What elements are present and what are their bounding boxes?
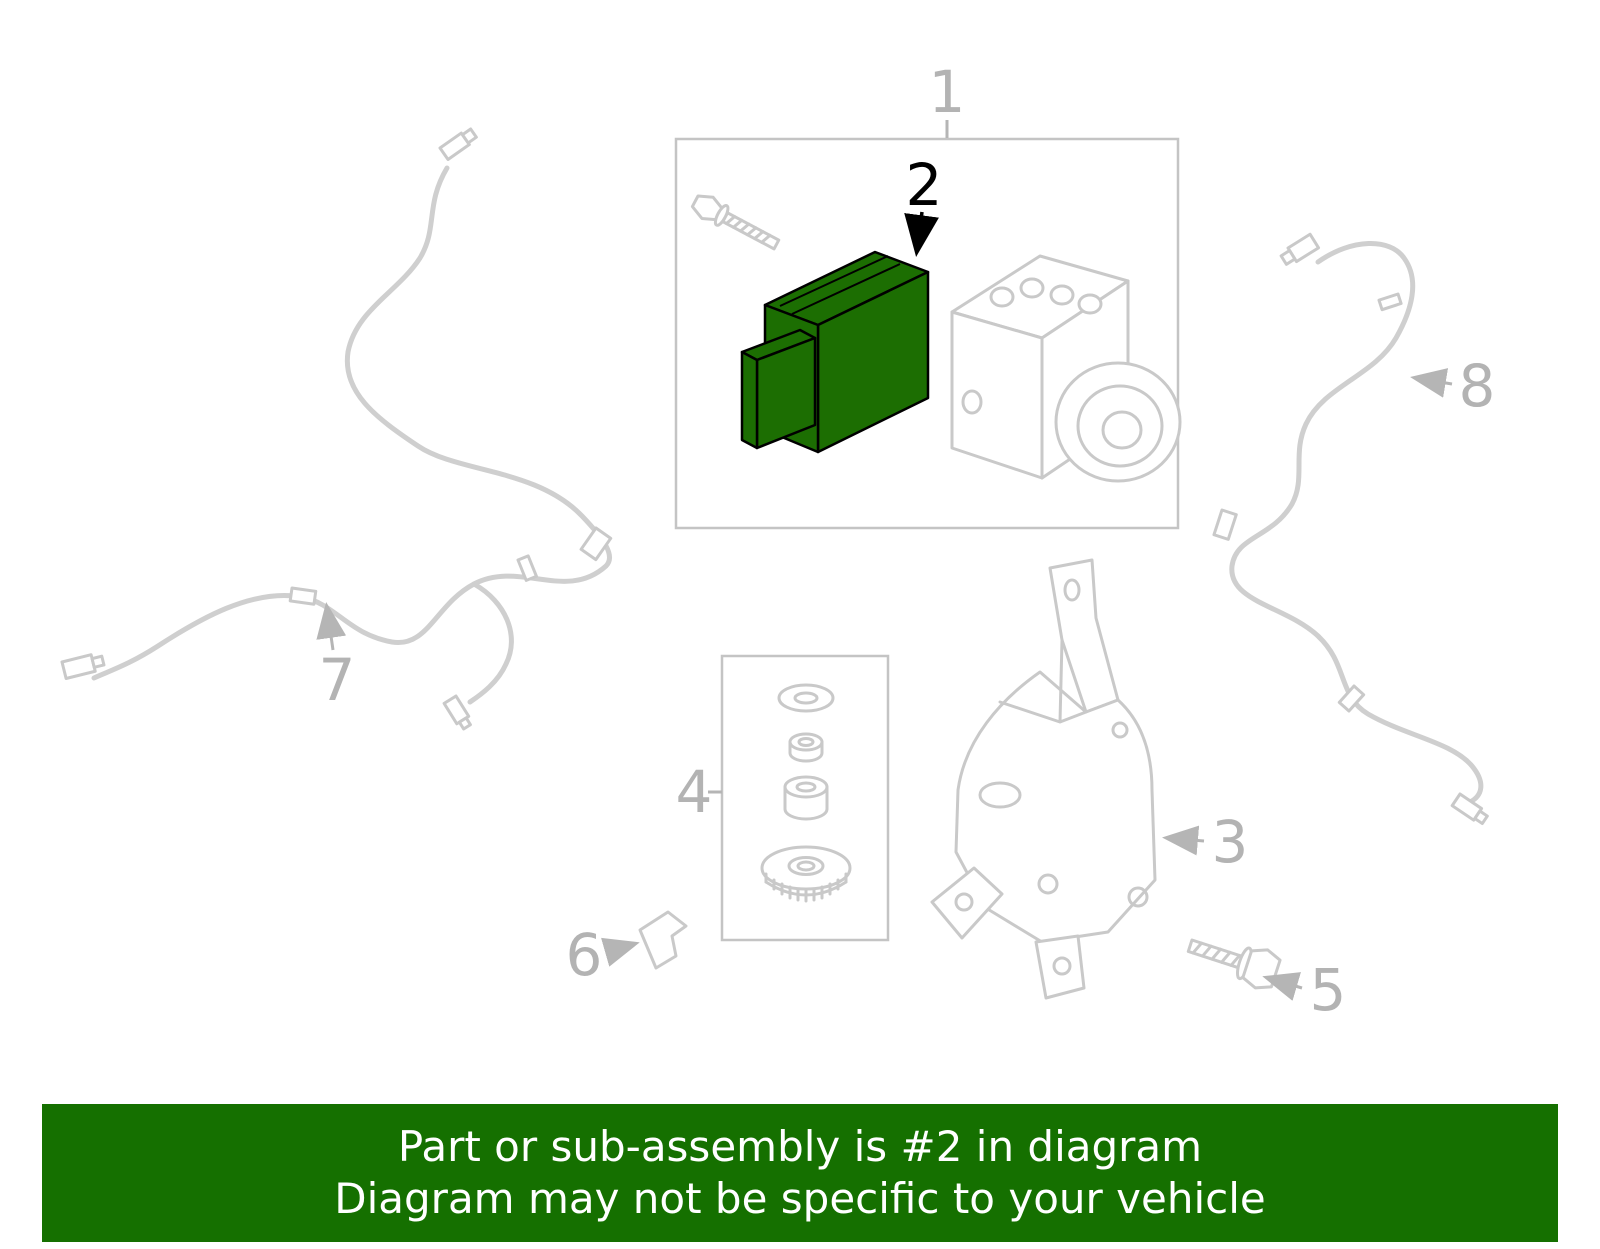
cable-end-bolt-icon [60, 653, 106, 680]
cable-clip-icon [1212, 508, 1238, 541]
highlight-banner: Part or sub-assembly is #2 in diagram Di… [42, 1104, 1558, 1242]
hex-bolt-icon [690, 194, 781, 251]
callout-6-arrow [601, 937, 640, 967]
wheel-sensor-cable-left [60, 127, 613, 731]
callout-8-arrow [1410, 368, 1453, 398]
callout-4: 4 [676, 758, 713, 826]
abs-control-module-highlighted [740, 250, 930, 454]
wheel-sensor-cable-right [1212, 232, 1489, 826]
callout-2-arrow [904, 211, 939, 257]
mounting-bracket [930, 558, 1157, 1000]
cable-clip-icon [579, 526, 613, 562]
banner-line-2: Diagram may not be specific to your vehi… [334, 1174, 1266, 1223]
cable-connector-icon [1279, 232, 1321, 266]
cable-connector-icon [438, 127, 478, 161]
callout-8: 8 [1459, 352, 1496, 420]
callout-7-arrow [316, 602, 347, 651]
cable-band-icon [288, 586, 318, 606]
callout-5-arrow [1262, 972, 1303, 1001]
callout-1: 1 [929, 58, 966, 126]
cable-end-connector-icon [1450, 792, 1489, 826]
cable-end-connector-icon [442, 694, 472, 731]
callout-2: 2 [906, 151, 943, 219]
banner-line-1: Part or sub-assembly is #2 in diagram [397, 1121, 1203, 1171]
kit-box-4 [720, 654, 890, 942]
hex-bolt-icon [1186, 938, 1282, 990]
abs-hydraulic-unit [950, 254, 1182, 483]
cable-band-icon [516, 554, 538, 582]
cable-band-icon [1377, 292, 1403, 312]
cable-clip-icon [1337, 684, 1366, 713]
retainer-clip [638, 910, 688, 970]
callout-7: 7 [319, 646, 356, 714]
callout-3: 3 [1212, 808, 1249, 876]
parts-diagram: 7 8 1 [60, 58, 1496, 1024]
callout-6: 6 [566, 921, 603, 989]
kit-parts [760, 683, 852, 903]
callout-5: 5 [1310, 956, 1347, 1024]
callout-3-arrow [1162, 825, 1205, 856]
assembly-box-1 [674, 137, 1180, 530]
